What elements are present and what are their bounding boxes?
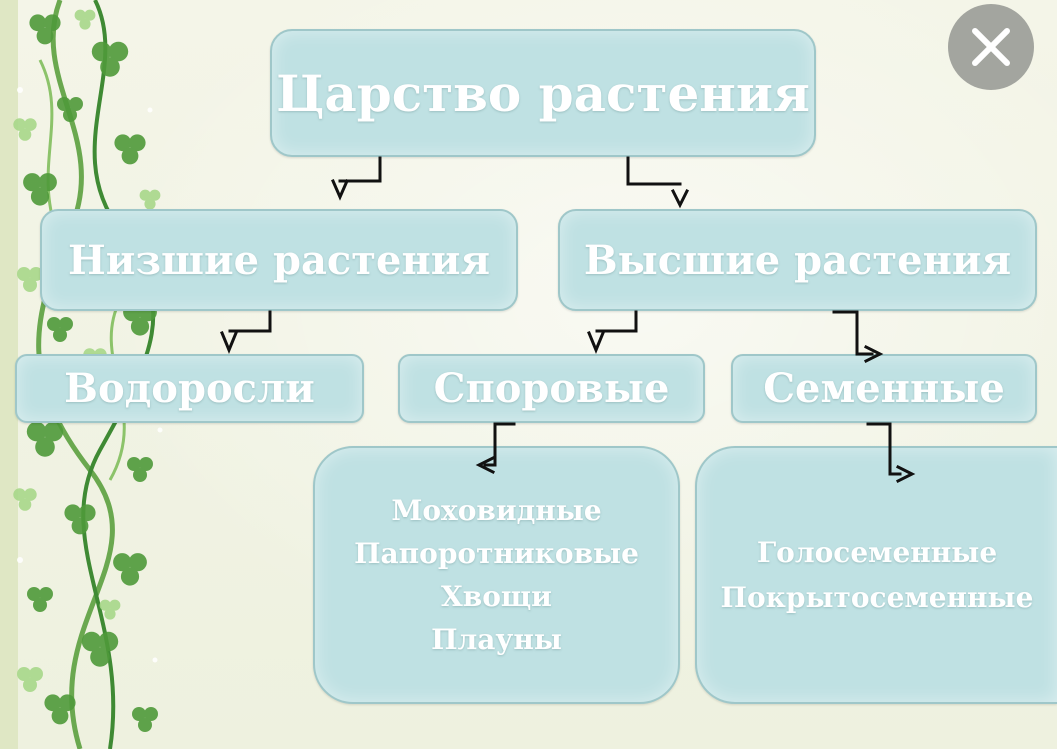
node-spore-plants-label: Споровые <box>433 365 670 412</box>
root-node-label: Царство растения <box>276 63 810 123</box>
seed-plants-list: Голосеменные Покрытосеменные <box>695 446 1057 704</box>
node-seed-plants: Семенные <box>731 354 1037 423</box>
list-item: Покрытосеменные <box>720 581 1034 614</box>
node-higher-plants-label: Высшие растения <box>583 236 1012 284</box>
node-algae-label: Водоросли <box>64 365 315 412</box>
node-spore-plants: Споровые <box>398 354 705 423</box>
node-lower-plants-label: Низшие растения <box>68 236 490 284</box>
list-item: Плауны <box>431 623 562 656</box>
node-lower-plants: Низшие растения <box>40 209 518 311</box>
close-button[interactable] <box>948 4 1034 90</box>
node-higher-plants: Высшие растения <box>558 209 1037 311</box>
spore-plants-list: Моховидные Папоротниковые Хвощи Плауны <box>313 446 680 704</box>
node-seed-plants-label: Семенные <box>763 365 1005 412</box>
list-item: Папоротниковые <box>354 537 639 570</box>
node-algae: Водоросли <box>15 354 364 423</box>
root-node-plant-kingdom: Царство растения <box>270 29 816 157</box>
list-item: Голосеменные <box>756 536 998 569</box>
list-item: Хвощи <box>441 580 552 613</box>
list-item: Моховидные <box>391 494 602 527</box>
close-icon <box>972 28 1010 66</box>
